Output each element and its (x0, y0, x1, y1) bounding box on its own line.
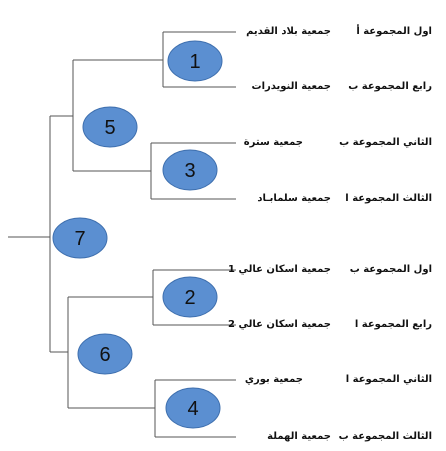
match-number-7: 7 (74, 228, 85, 250)
team-seed-6: رابع المجموعة ا (354, 319, 432, 330)
team-seed-8: الثالث المجموعة ب (338, 431, 432, 442)
bracket-lines-match-7 (8, 115, 73, 353)
team-seed-1: اول المجموعة أ (356, 26, 432, 37)
match-circle-3: 3 (162, 149, 218, 191)
team-name-8: جمعية الهملة (267, 431, 331, 442)
match-number-6: 6 (99, 344, 110, 366)
match-circle-1: 1 (167, 40, 223, 82)
match-circle-2: 2 (162, 276, 218, 318)
team-seed-2: رابع المجموعة ب (348, 81, 432, 92)
match-number-1: 1 (189, 51, 200, 73)
match-circle-7: 7 (52, 217, 108, 259)
team-seed-4: الثالث المجموعة ا (345, 193, 432, 204)
team-name-3: جمعية سترة (243, 137, 303, 148)
team-name-2: جمعية النويدرات (251, 81, 331, 92)
team-seed-7: الثاني المجموعة ا (345, 374, 432, 385)
team-name-4: جمعية سلمابـاد (257, 193, 331, 204)
match-circle-6: 6 (77, 333, 133, 375)
team-name-1: جمعية بلاد القديم (246, 26, 331, 37)
team-seed-5: اول المجموعة ب (349, 264, 432, 275)
match-number-2: 2 (184, 287, 195, 309)
match-circle-5: 5 (82, 106, 138, 148)
match-number-5: 5 (104, 117, 115, 139)
match-number-3: 3 (184, 160, 195, 182)
team-name-6: جمعية اسكان عالي 2 (228, 319, 331, 330)
team-seed-3: الثاني المجموعة ب (339, 137, 432, 148)
match-number-4: 4 (187, 398, 198, 420)
match-circle-4: 4 (165, 387, 221, 429)
team-name-5: جمعية اسكان عالي 1 (228, 264, 331, 275)
team-name-7: جمعية بوري (244, 374, 303, 385)
